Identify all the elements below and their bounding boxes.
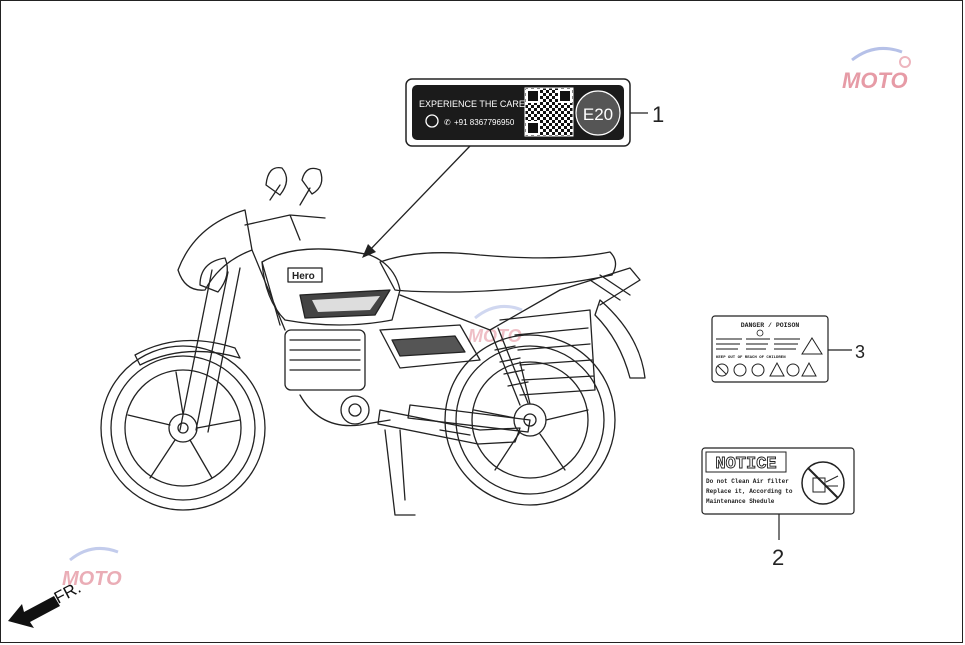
mirror-right bbox=[299, 167, 323, 206]
e20-headline: EXPERIENCE THE CARE bbox=[419, 99, 525, 109]
notice-line-1: Do not Clean Air filter bbox=[706, 478, 789, 485]
exhaust bbox=[377, 409, 521, 445]
saree-guard bbox=[499, 309, 596, 396]
seat bbox=[379, 251, 617, 293]
front-fender bbox=[134, 339, 241, 366]
watermark-text: MOTO bbox=[842, 68, 908, 93]
read-manual-icon bbox=[786, 363, 800, 377]
e20-phone: +91 8367796950 bbox=[454, 118, 515, 127]
danger-warning: KEEP OUT OF REACH OF CHILDREN bbox=[716, 356, 786, 360]
front-wheel bbox=[100, 345, 266, 511]
e20-badge-circle bbox=[575, 90, 621, 136]
handlebar bbox=[244, 214, 326, 241]
direction-indicator: FR. bbox=[8, 578, 84, 628]
no-air-blow-icon bbox=[801, 461, 845, 505]
notice-line-3: Maintenance Shedule bbox=[706, 498, 775, 505]
watermark-top-right: MOTO bbox=[842, 46, 911, 93]
callout-1: 1 bbox=[652, 102, 664, 127]
recycle-icon bbox=[801, 337, 823, 355]
engine bbox=[284, 329, 391, 427]
label-danger-sticker: DANGER / POISON KEEP OUT OF REACH OF CHI… bbox=[711, 315, 829, 383]
mirror-left bbox=[265, 166, 288, 201]
e20-badge: E20 bbox=[583, 105, 613, 124]
side-panel bbox=[379, 324, 481, 369]
watermark-text: MOTO bbox=[62, 568, 122, 590]
watermark-text: MOTO bbox=[468, 326, 522, 346]
phone-icon: ✆ bbox=[444, 118, 451, 127]
watermark-bottom-left: MOTO bbox=[62, 546, 122, 590]
front-direction-arrow-icon bbox=[8, 596, 60, 628]
rear-fender bbox=[594, 299, 646, 379]
tank-brand: Hero bbox=[292, 271, 315, 282]
no-fire-icon bbox=[715, 363, 729, 377]
explosive-gas-icon bbox=[801, 361, 817, 377]
whatsapp-icon bbox=[425, 114, 439, 128]
callout-3: 3 bbox=[855, 342, 865, 362]
notice-line-2: Replace it, According to bbox=[706, 488, 793, 495]
danger-title: DANGER / POISON bbox=[741, 322, 800, 329]
swing-arm bbox=[407, 404, 531, 433]
grab-rail bbox=[559, 267, 641, 306]
front-fork bbox=[179, 267, 241, 433]
label-notice-sticker: NOTICE Do not Clean Air filter Replace i… bbox=[701, 447, 855, 515]
rear-wheel bbox=[444, 334, 616, 506]
leader-arrow-1 bbox=[362, 145, 471, 258]
rear-shock bbox=[489, 327, 529, 406]
callout-2: 2 bbox=[772, 545, 784, 570]
acid-warning-icon bbox=[769, 361, 785, 377]
watermark-center: MOTO bbox=[468, 304, 523, 346]
notice-title: NOTICE bbox=[715, 455, 776, 474]
eye-protection-icon bbox=[751, 363, 765, 377]
label-e20-sticker: EXPERIENCE THE CARE ✆ +91 8367796950 E20 bbox=[405, 78, 631, 147]
main-stand bbox=[384, 429, 416, 516]
motorcycle-drawing: Hero bbox=[100, 166, 646, 516]
no-smoking-icon bbox=[733, 363, 747, 377]
headlamp-cowl bbox=[177, 209, 253, 291]
